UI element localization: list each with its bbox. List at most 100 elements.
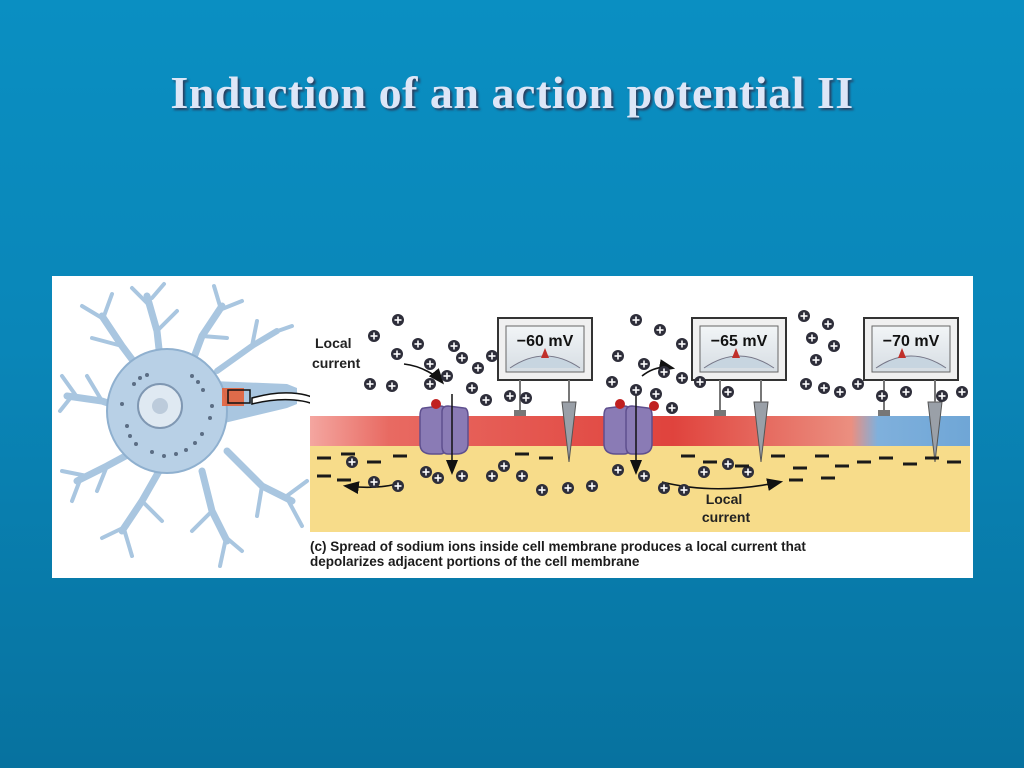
sodium-ion [722,458,734,470]
negative-charge [515,452,529,456]
figure-drawing: −60 mV −65 mV −70 mV [58,276,970,568]
sodium-ion [562,482,574,494]
sodium-ion [658,366,670,378]
sodium-ion [676,372,688,384]
negative-charge [821,476,835,480]
negative-charge [815,454,829,458]
sodium-ion [536,484,548,496]
sodium-ion [798,310,810,322]
sodium-ion [834,386,846,398]
sodium-ion [368,476,380,488]
sodium-ion [818,382,830,394]
sodium-ion [456,470,468,482]
voltmeter: −70 mV [863,317,959,463]
zoom-box [227,389,251,404]
slide-title: Induction of an action potential II [170,67,854,118]
local-current-label: Local [706,491,743,507]
local-current-label: Local [315,335,352,351]
negative-charge [393,454,407,458]
negative-charge [947,460,961,464]
sodium-ion [392,480,404,492]
sodium-ion [486,470,498,482]
sodium-ion [516,470,528,482]
sodium-ion [650,388,662,400]
sodium-ion [456,352,468,364]
sodium-ion [638,358,650,370]
negative-charge [681,454,695,458]
negative-charge [317,456,331,460]
negative-charge [835,464,849,468]
sodium-channel [419,399,469,455]
sodium-ion [722,386,734,398]
sodium-ion [810,354,822,366]
negative-charge [735,464,749,468]
sodium-ion [742,466,754,478]
sodium-ion [676,338,688,350]
sodium-ion [822,318,834,330]
sodium-ion [504,390,516,402]
sodium-ion [498,460,510,472]
sodium-ion [852,378,864,390]
neuron-illustration [58,282,331,568]
meter-reading: −70 mV [883,333,940,350]
sodium-ion [424,358,436,370]
sodium-ion [368,330,380,342]
meter-reading: −60 mV [517,333,574,350]
negative-charge [793,466,807,470]
sodium-ion [666,402,678,414]
negative-charge [857,460,871,464]
figure-caption: (c) Spread of sodium ions inside cell me… [310,539,950,569]
negative-charge [539,456,553,460]
sodium-ion [420,466,432,478]
sodium-ion [694,376,706,388]
sodium-ion [806,332,818,344]
sodium-ion [936,390,948,402]
sodium-ion [448,340,460,352]
negative-charge [703,460,717,464]
sodium-ion [876,390,888,402]
local-current-label: current [702,509,751,525]
sodium-ion [364,378,376,390]
sodium-ion [424,378,436,390]
sodium-ion [638,470,650,482]
sodium-ion [900,386,912,398]
meter-reading: −65 mV [711,333,768,350]
negative-charge [789,478,803,482]
sodium-ion [654,324,666,336]
sodium-ion [606,376,618,388]
sodium-ion [678,484,690,496]
sodium-ion [800,378,812,390]
sodium-ion [828,340,840,352]
sodium-ion [520,392,532,404]
negative-charge [317,474,331,478]
sodium-ion [630,314,642,326]
sodium-ion [412,338,424,350]
sodium-ion [956,386,968,398]
sodium-ion [466,382,478,394]
ion-layer [317,310,968,496]
negative-charge [367,460,381,464]
negative-charge [337,478,351,482]
sodium-ion [658,482,670,494]
sodium-ion [486,350,498,362]
local-current-label: current [312,355,361,371]
negative-charge [903,462,917,466]
sodium-ion [630,384,642,396]
negative-charge [925,456,939,460]
voltmeter: −60 mV [497,317,593,463]
sodium-ion [386,380,398,392]
sodium-ion [586,480,598,492]
sodium-ion [346,456,358,468]
sodium-ion [480,394,492,406]
negative-charge [771,454,785,458]
sodium-ion [612,464,624,476]
sodium-ion [441,370,453,382]
sodium-channel [603,399,659,455]
sodium-ion [392,314,404,326]
organelles [120,373,214,458]
sodium-ion [698,466,710,478]
negative-charge [341,452,355,456]
ion-flux-arrows [446,394,642,475]
dendrites [58,282,309,568]
sodium-ion [391,348,403,360]
